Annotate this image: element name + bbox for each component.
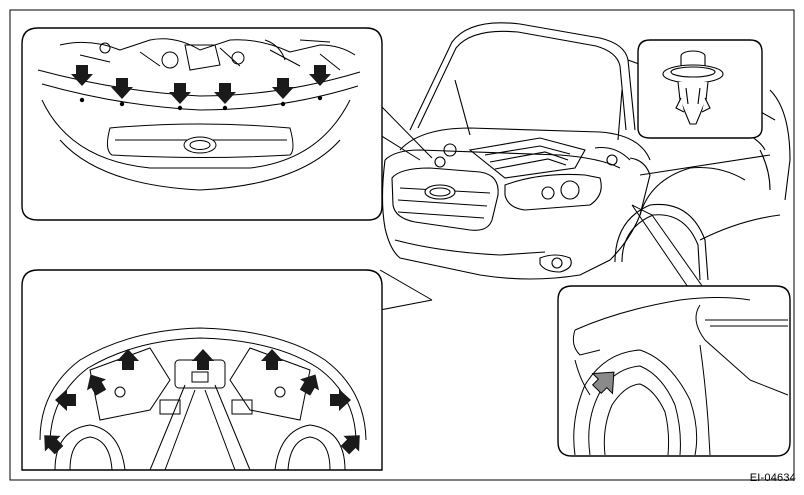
push-clip-icon	[662, 50, 724, 125]
arrow-gray-icon	[591, 371, 615, 395]
figure-id-label: EI-04634	[749, 472, 796, 484]
grille-clips-panel	[21, 27, 433, 221]
outer-frame	[9, 9, 795, 481]
push-clip-panel	[637, 39, 763, 139]
car-illustration	[381, 22, 791, 281]
undercover-clips-panel	[21, 269, 433, 471]
fender-clip-panel	[557, 204, 791, 457]
